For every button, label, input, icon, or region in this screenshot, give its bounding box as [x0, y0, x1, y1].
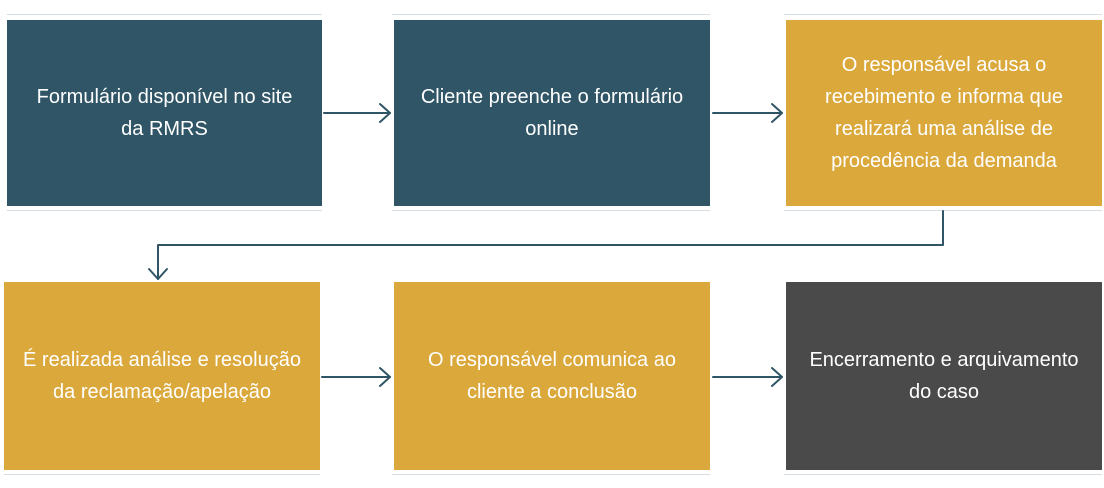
- step-label-2: Cliente preenche o formulário online: [420, 86, 684, 140]
- separator-line: [392, 474, 710, 475]
- arrow-step5-to-step6: [712, 367, 783, 387]
- step-box-1: Formulário disponível no site da RMRS: [7, 20, 322, 206]
- step-label-4: É realizada análise e resolução da recla…: [23, 349, 301, 403]
- arrow-step1-to-step2: [323, 103, 391, 123]
- arrow-step2-to-step3: [712, 103, 783, 123]
- separator-line: [784, 14, 1102, 15]
- separator-line: [7, 210, 322, 211]
- step-label-3: O responsável acusa o recebimento e info…: [825, 54, 1063, 172]
- arrow-step3-to-step4: [148, 210, 944, 280]
- step-label-5: O responsável comunica ao cliente a conc…: [428, 349, 676, 403]
- separator-line: [392, 210, 710, 211]
- step-label-6: Encerramento e arquivamento do caso: [809, 349, 1079, 403]
- step-box-4: É realizada análise e resolução da recla…: [4, 282, 320, 470]
- step-label-1: Formulário disponível no site da RMRS: [36, 86, 293, 140]
- separator-line: [784, 474, 1102, 475]
- step-box-3: O responsável acusa o recebimento e info…: [786, 20, 1102, 206]
- step-box-2: Cliente preenche o formulário online: [394, 20, 710, 206]
- separator-line: [392, 14, 710, 15]
- step-box-6: Encerramento e arquivamento do caso: [786, 282, 1102, 470]
- separator-line: [7, 14, 322, 15]
- separator-line: [4, 474, 320, 475]
- step-box-5: O responsável comunica ao cliente a conc…: [394, 282, 710, 470]
- arrow-step4-to-step5: [321, 367, 391, 387]
